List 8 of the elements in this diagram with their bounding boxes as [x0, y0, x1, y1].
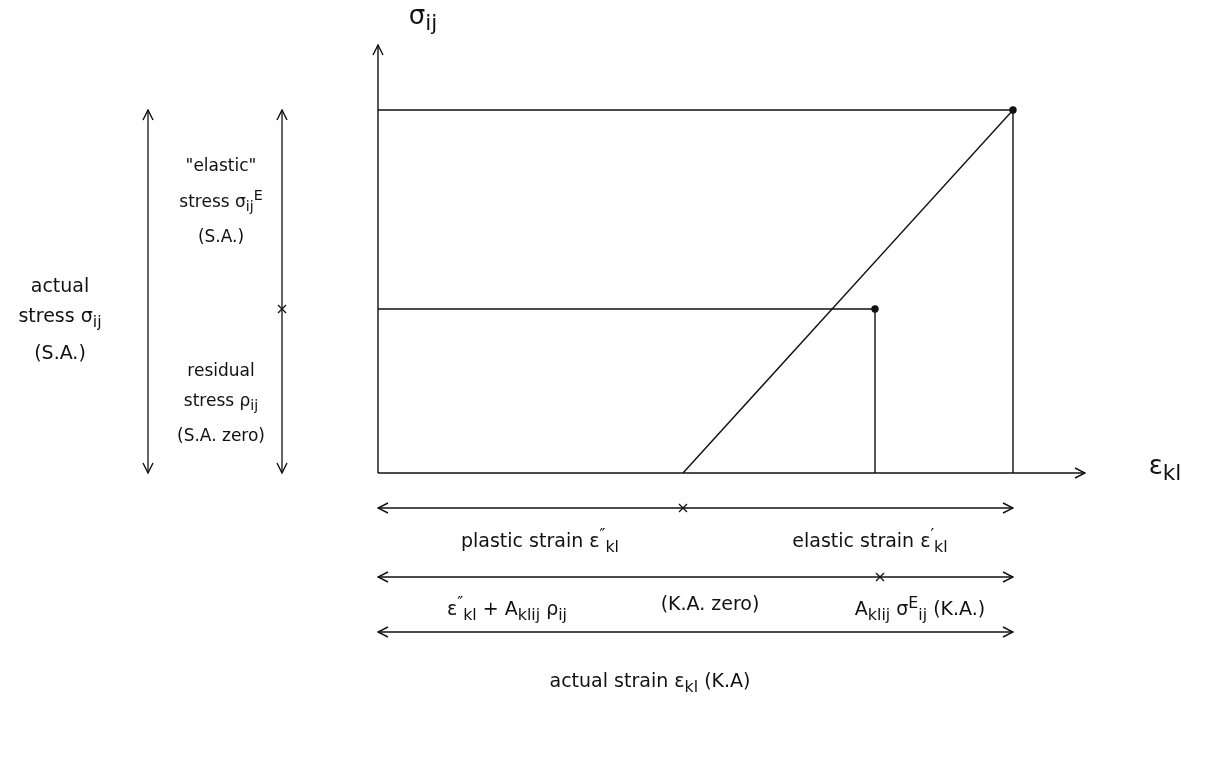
axis-label: σ$_{ij}$ [407, 0, 439, 38]
strain-expression: A$_{klij}$ σ$^{E}$$_{ij}$ (K.A.) [853, 592, 987, 627]
axis-label: ε$_{kl}$ [1147, 450, 1183, 488]
strain-expression: ε$^{″}$$_{kl}$ + A$_{klij}$ ρ$_{ij}$ [445, 592, 568, 627]
strain-note: (K.A. zero) [659, 591, 761, 616]
residual-stress-label: residual stress ρ$_{ij}$ (S.A. zero) [176, 359, 266, 448]
actual-strain-label: actual strain ε$_{kl}$ (K.A) [548, 668, 752, 698]
actual-stress-label: actual stress σ$_{ij}$ (S.A.) [17, 273, 103, 365]
